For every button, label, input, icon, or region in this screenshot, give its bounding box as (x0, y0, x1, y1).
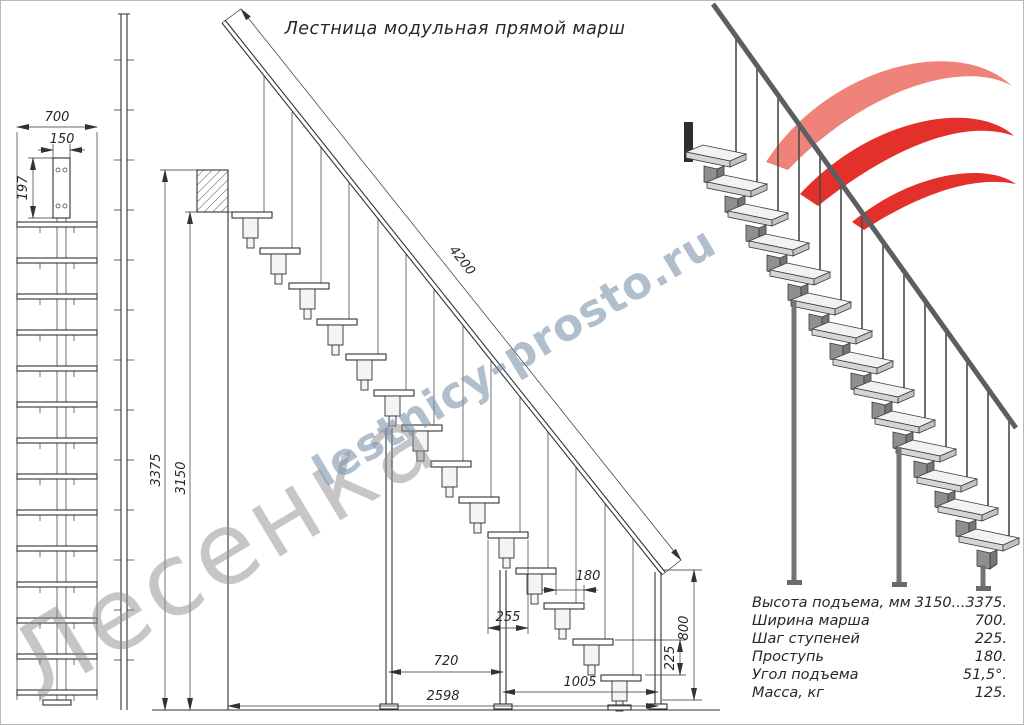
step (572, 502, 614, 676)
logo-swoosh-mid (800, 117, 1014, 206)
step (958, 418, 1020, 570)
dim-225: 225 (663, 646, 678, 671)
mount-bracket (52, 157, 71, 219)
dim-3375: 3375 (149, 453, 164, 486)
dim-1005: 1005 (563, 675, 596, 690)
spec-value: 3150...3375. (915, 595, 1007, 611)
dim-180: 180 (576, 569, 601, 584)
entry-post (654, 572, 662, 704)
step (727, 93, 789, 245)
spec-label: Ширина марша (752, 613, 870, 629)
spec-value: 700. (975, 613, 1007, 629)
front-view: 700 150 197 (16, 13, 134, 710)
dim-197: 197 (16, 175, 31, 201)
step (515, 431, 557, 605)
step (231, 75, 273, 249)
brand-logo (766, 61, 1016, 230)
step (487, 395, 529, 569)
spec-table: Высота подъема, мм 3150...3375. Ширина м… (752, 595, 1007, 701)
step (288, 146, 330, 320)
step (811, 211, 873, 363)
step (706, 64, 768, 216)
dim-720: 720 (434, 654, 459, 669)
front-column (16, 218, 98, 700)
spec-value: 225. (975, 631, 1007, 647)
support-post (499, 570, 507, 706)
step (790, 182, 852, 334)
dim-4200: 4200 (446, 243, 478, 278)
spec-label: Проступь (752, 649, 824, 665)
spec-label: Высота подъема, мм (752, 595, 911, 611)
step (316, 182, 358, 356)
spec-value: 125. (975, 685, 1007, 701)
dim-700: 700 (45, 110, 70, 125)
front-handrail (118, 13, 130, 710)
drawing-title: Лестница модульная прямой марш (284, 19, 626, 39)
step (853, 270, 915, 422)
dim-3150: 3150 (174, 461, 189, 494)
side-view: 3375 3150 4200 255 180 720 1005 2598 225 (149, 8, 720, 712)
step (937, 388, 999, 540)
spec-value: 180. (975, 649, 1007, 665)
spec-value: 51,5°. (963, 667, 1007, 683)
logo-swoosh-bottom (852, 172, 1016, 230)
spec-label: Угол подъема (752, 667, 859, 683)
dim-255: 255 (496, 610, 521, 625)
step (543, 466, 585, 640)
dim-800: 800 (677, 616, 692, 641)
dim-150: 150 (50, 132, 75, 147)
step (895, 329, 957, 481)
floor-slab (196, 169, 229, 213)
spec-label: Шаг ступеней (752, 631, 860, 647)
step (345, 217, 387, 391)
step (600, 538, 642, 712)
spec-label: Масса, кг (752, 685, 824, 701)
dim-2598: 2598 (426, 689, 459, 704)
logo-swoosh-top (766, 61, 1012, 170)
handrail-3d (710, 2, 1019, 430)
step (259, 111, 301, 285)
top-mount (684, 122, 693, 162)
step (874, 300, 936, 452)
step (685, 34, 747, 186)
step (916, 359, 978, 511)
step (832, 241, 894, 393)
baluster-ticks (114, 59, 134, 661)
front-base-plate (42, 699, 72, 706)
perspective-view (684, 2, 1020, 591)
